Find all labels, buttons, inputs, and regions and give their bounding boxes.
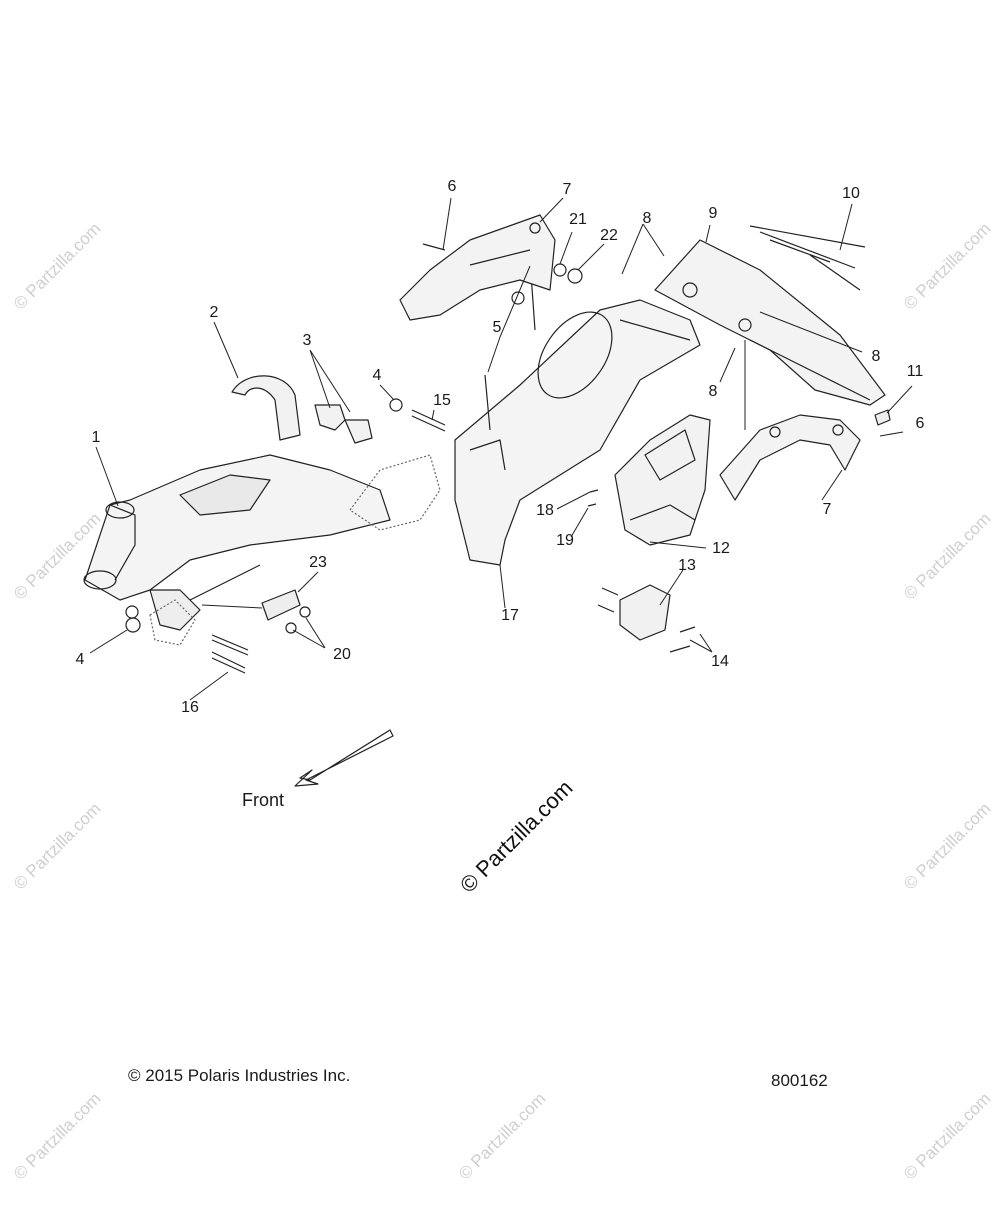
leader-lines: [89, 197, 913, 701]
copyright: © 2015 Polaris Industries Inc.: [128, 1066, 351, 1085]
callout-12: 12: [712, 540, 730, 557]
bushing: [299, 606, 311, 618]
callout-8: 8: [871, 348, 881, 365]
dotted-outline: [149, 454, 441, 646]
callout-23: 23: [309, 554, 327, 571]
front-label: Front: [242, 790, 285, 810]
callout-3: 3: [302, 332, 312, 349]
callout-6: 6: [915, 415, 925, 432]
center-frame: [454, 299, 701, 566]
callout-4: 4: [75, 651, 85, 668]
callout-13: 13: [678, 557, 696, 574]
front-frame: [83, 454, 391, 631]
callout-9: 9: [708, 205, 718, 222]
inner-fender: [614, 414, 711, 546]
part-number: 800162: [771, 1071, 828, 1090]
callout-4: 4: [372, 367, 382, 384]
callout-11: 11: [906, 363, 924, 380]
bushing: [553, 263, 567, 277]
nut: [125, 617, 141, 633]
fastener: [587, 489, 599, 507]
callout-16: 16: [181, 699, 199, 716]
callout-8: 8: [642, 210, 652, 227]
callout-20: 20: [333, 646, 351, 663]
plate: [261, 589, 301, 621]
clamps: [231, 375, 373, 444]
callout-6: 6: [447, 178, 457, 195]
pin: [211, 634, 249, 674]
callout-14: 14: [711, 653, 729, 670]
callout-19: 19: [556, 532, 574, 549]
clip: [874, 409, 891, 426]
rear-bracket: [719, 414, 861, 501]
callout-5: 5: [492, 319, 502, 336]
nut: [125, 605, 139, 619]
callout-1: 1: [91, 429, 101, 446]
pin: [411, 409, 446, 432]
callout-18: 18: [536, 502, 554, 519]
nut: [389, 398, 403, 412]
wire: [749, 225, 866, 291]
callout-7: 7: [822, 501, 832, 518]
callout-10: 10: [842, 185, 860, 202]
callout-17: 17: [501, 607, 519, 624]
bolt: [422, 243, 446, 251]
bushing: [567, 268, 583, 284]
callout-15: 15: [433, 392, 451, 409]
callout-22: 22: [600, 227, 618, 244]
upper-left-bracket: [399, 214, 556, 321]
callout-21: 21: [569, 211, 587, 228]
callout-2: 2: [209, 304, 219, 321]
rear-subframe: [654, 239, 886, 406]
bushing: [285, 622, 297, 634]
front-arrow: [294, 729, 394, 787]
screw: [597, 587, 696, 653]
mount-plate: [619, 584, 671, 641]
callout-7: 7: [562, 181, 572, 198]
callout-8: 8: [708, 383, 718, 400]
